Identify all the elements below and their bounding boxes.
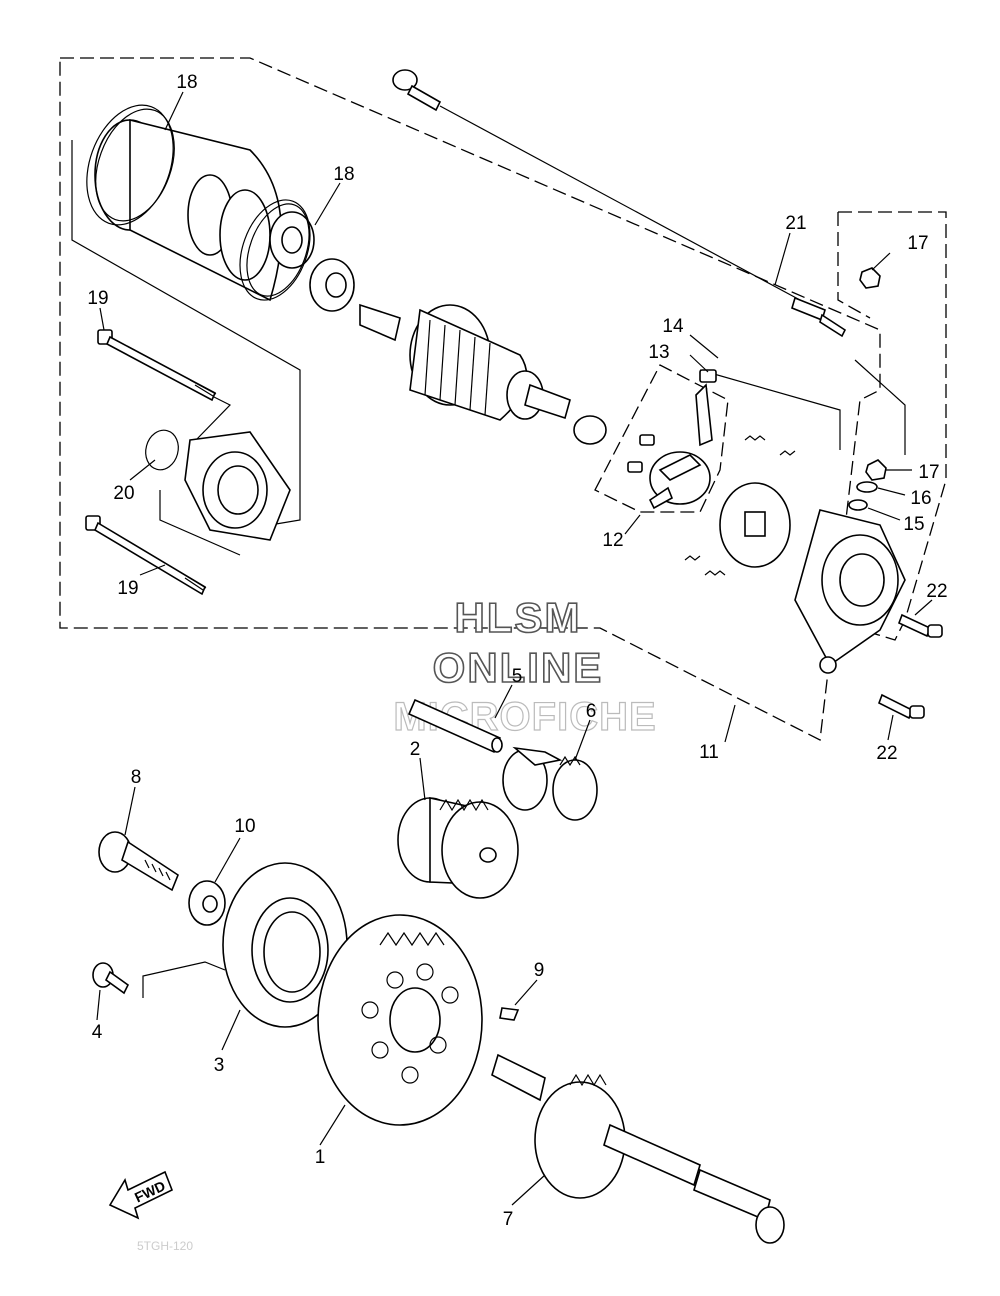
lead-wire-21 (392, 69, 847, 338)
o-ring-18-front (86, 104, 175, 226)
callout-16: 16 (910, 488, 931, 509)
callout-18-upper: 18 (176, 72, 197, 93)
forward-arrow-icon: FWD (108, 1170, 174, 1220)
starter-yoke (94, 118, 315, 302)
bolt-22-upper (897, 613, 943, 638)
armature (359, 303, 607, 445)
footer-code: 5TGH-120 (137, 1239, 193, 1253)
callout-22-lower: 22 (876, 743, 897, 764)
nut-17-upper (859, 267, 881, 289)
callout-leaders (96, 91, 933, 1206)
assembly-11-dashed-outline (59, 57, 881, 742)
flange-bolt-8 (98, 831, 179, 892)
callout-12: 12 (602, 530, 623, 551)
callout-8: 8 (131, 767, 142, 788)
watermark-line2: ONLINE (433, 644, 604, 691)
callout-5: 5 (512, 666, 523, 687)
o-ring-20 (145, 429, 179, 471)
callout-11: 11 (699, 742, 719, 763)
callout-7: 7 (503, 1209, 514, 1230)
assembly-12-dashed-outline (594, 364, 729, 513)
starter-clutch-3 (222, 862, 348, 1028)
callout-10: 10 (234, 816, 255, 837)
callout-19-upper: 19 (87, 288, 108, 309)
callout-17-upper: 17 (907, 233, 928, 254)
nut-17-lower (865, 459, 887, 481)
callout-21: 21 (785, 213, 806, 234)
callout-6: 6 (586, 701, 597, 722)
woodruff-key-9 (499, 1007, 520, 1021)
long-bolt-19-upper (97, 329, 217, 402)
o-ring-18-rear (239, 199, 311, 301)
callout-17-lower: 17 (918, 462, 939, 483)
starter-wheel-gear-1 (317, 914, 483, 1126)
callout-9: 9 (534, 960, 545, 981)
brush-plate (719, 482, 791, 568)
starter-shaft-7 (491, 1053, 785, 1244)
callout-20: 20 (113, 483, 134, 504)
shaft-5 (407, 698, 503, 754)
watermark-line1: HLSM (455, 594, 582, 641)
callout-14: 14 (662, 316, 684, 337)
callout-15: 15 (903, 514, 924, 535)
callout-1: 1 (315, 1147, 326, 1168)
washer-16 (856, 481, 878, 493)
callout-19-lower: 19 (117, 578, 138, 599)
brush-holder-assembly (627, 369, 796, 576)
callout-22-upper: 22 (926, 581, 947, 602)
bearing (309, 258, 355, 312)
washer-15 (848, 499, 868, 511)
assembly-leader-lines (71, 140, 906, 998)
bolt-22-lower (877, 693, 925, 720)
callout-4: 4 (92, 1022, 103, 1043)
front-cover (184, 431, 291, 541)
assembly-21-dashed-outline (837, 211, 947, 641)
rear-cover (794, 509, 906, 674)
washer-10 (188, 880, 226, 926)
bolt-4 (92, 962, 130, 995)
callout-18-lower: 18 (333, 164, 354, 185)
callout-numbers: 18 18 19 20 19 21 17 14 13 12 17 16 15 2… (87, 72, 947, 1230)
idler-gear-6 (502, 746, 598, 821)
callout-2: 2 (410, 739, 421, 760)
callout-3: 3 (214, 1055, 225, 1076)
long-bolt-19-lower (85, 515, 207, 596)
callout-13: 13 (648, 342, 669, 363)
idler-gear-2 (397, 797, 519, 899)
